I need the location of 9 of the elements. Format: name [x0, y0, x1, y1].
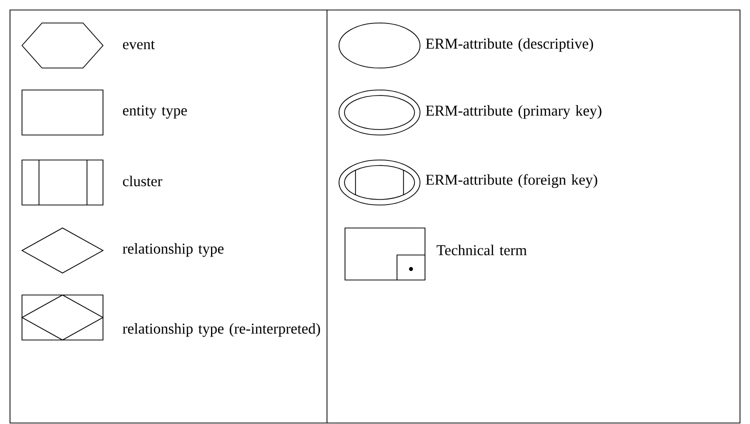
legend-text: Technical term: [436, 244, 527, 256]
legend-text: ERM-attribute (foreign key): [426, 174, 598, 188]
legend-text: cluster: [122, 176, 162, 186]
legend-text: ERM-attribute (descriptive): [426, 38, 594, 52]
legend-text: event: [123, 40, 155, 50]
legend-text: entity type: [123, 105, 187, 119]
legend-text: relationship type (re-interpreted): [122, 323, 320, 337]
legend-text: ERM-attribute (primary key): [426, 105, 602, 119]
legend-text: relationship type: [122, 243, 224, 257]
